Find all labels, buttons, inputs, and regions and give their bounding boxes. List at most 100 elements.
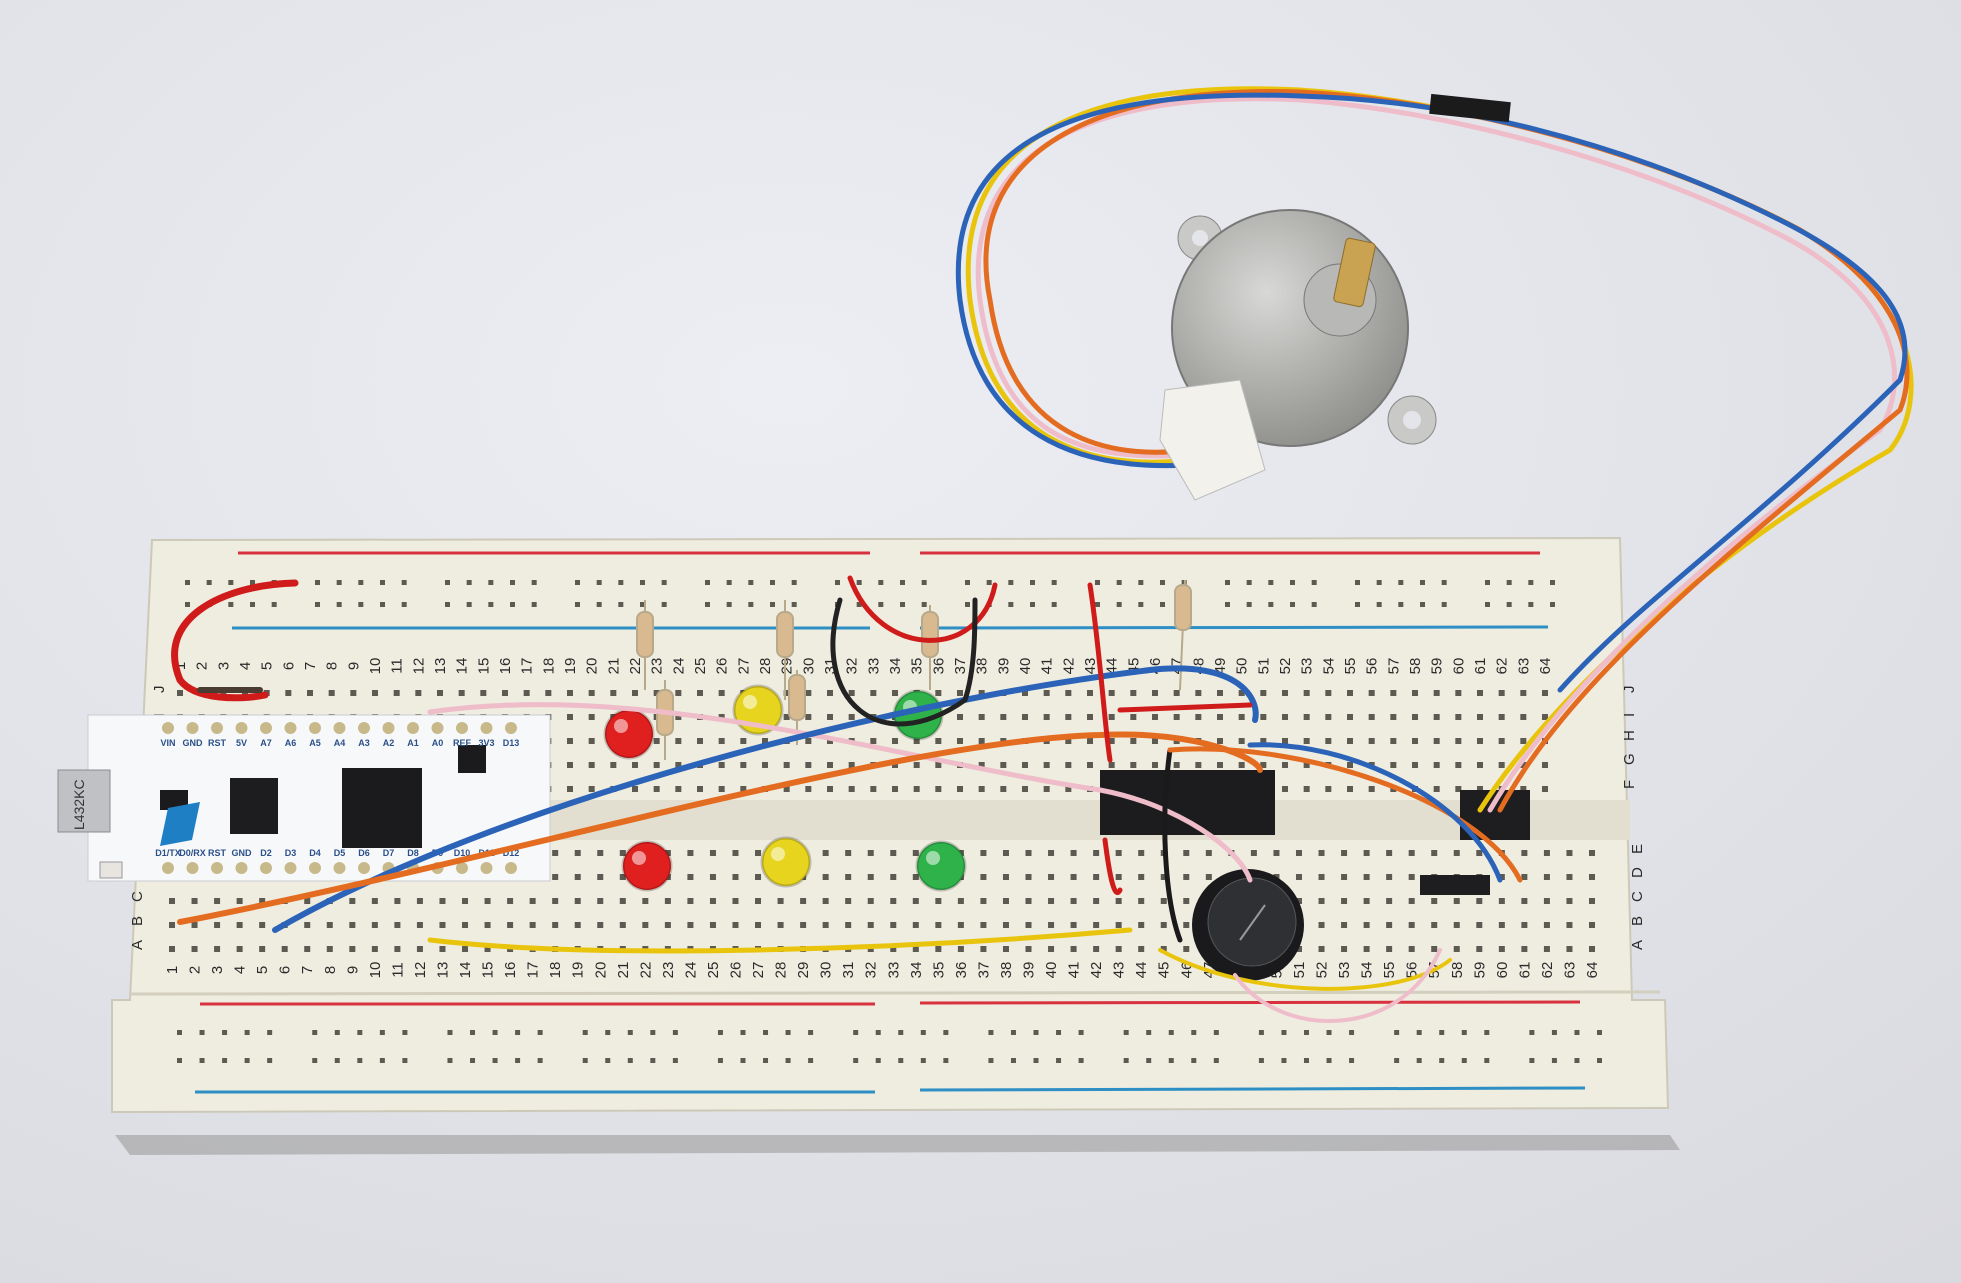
- column-number: 25: [692, 658, 709, 675]
- hole: [845, 850, 852, 856]
- hole: [1033, 1058, 1039, 1063]
- hole: [675, 786, 682, 792]
- column-number: 55: [1342, 658, 1359, 675]
- hole: [717, 1058, 723, 1063]
- hole: [805, 762, 812, 768]
- hole: [785, 1058, 791, 1063]
- hole: [529, 898, 536, 904]
- hole: [755, 922, 762, 928]
- hole: [1325, 714, 1332, 720]
- hole: [1520, 738, 1527, 744]
- column-number: 6: [280, 662, 297, 670]
- hole: [1347, 714, 1353, 720]
- hole: [462, 946, 469, 952]
- hole: [845, 898, 852, 904]
- header-pin: [211, 722, 223, 734]
- hole: [531, 580, 537, 585]
- hole: [1363, 898, 1370, 904]
- hole: [1268, 580, 1274, 585]
- column-number: 53: [1299, 658, 1316, 675]
- column-number: 15: [475, 658, 492, 675]
- column-number: 3: [215, 662, 232, 670]
- hole: [1183, 874, 1190, 880]
- hole: [1138, 874, 1145, 880]
- hole: [664, 898, 671, 904]
- header-pin: [235, 722, 248, 734]
- hole: [1195, 690, 1202, 696]
- hole: [1498, 690, 1505, 696]
- hole: [1521, 898, 1528, 904]
- hole: [1087, 714, 1093, 720]
- hole: [1217, 762, 1223, 768]
- hole: [1030, 602, 1035, 607]
- hole: [1485, 580, 1490, 585]
- hole: [1290, 602, 1295, 607]
- hole: [1498, 762, 1505, 768]
- hole: [848, 762, 855, 768]
- hole: [1566, 946, 1573, 952]
- hole: [1453, 898, 1460, 904]
- hole: [191, 898, 198, 904]
- hole: [1138, 922, 1145, 928]
- hole: [867, 850, 874, 856]
- hole: [1521, 946, 1528, 952]
- hole: [1070, 850, 1077, 856]
- hole: [1290, 580, 1295, 585]
- hole: [1093, 922, 1100, 928]
- column-number: 32: [844, 658, 861, 675]
- hole: [1152, 690, 1158, 696]
- hole: [1455, 786, 1462, 792]
- hole: [1597, 1058, 1602, 1063]
- hole: [357, 1030, 363, 1035]
- hole: [935, 690, 942, 696]
- hole: [315, 580, 320, 585]
- hole: [1386, 922, 1393, 928]
- hole: [1551, 1030, 1557, 1035]
- column-number: 56: [1364, 658, 1381, 675]
- hole: [1095, 602, 1100, 607]
- hole: [783, 690, 790, 696]
- hole: [822, 850, 829, 856]
- jumper-wires: [171, 86, 1914, 1023]
- pin-label: A0: [432, 738, 444, 748]
- hole: [1408, 850, 1415, 856]
- hole: [304, 922, 311, 928]
- hole: [867, 898, 874, 904]
- column-number: 64: [1537, 658, 1554, 675]
- column-number: 37: [952, 658, 969, 675]
- column-number: 15: [480, 962, 497, 979]
- pin-label: D10: [454, 848, 471, 858]
- hole: [755, 898, 762, 904]
- column-number: 27: [735, 658, 752, 675]
- hole: [1168, 1058, 1174, 1063]
- hole: [619, 850, 626, 856]
- hole: [1326, 1030, 1332, 1035]
- hole: [1498, 898, 1505, 904]
- pin-label: 5V: [236, 738, 247, 748]
- hole: [1205, 850, 1212, 856]
- hole: [748, 580, 754, 585]
- hole: [1056, 1030, 1062, 1035]
- hole: [1260, 714, 1267, 720]
- hole: [552, 850, 559, 856]
- hole: [1484, 1030, 1490, 1035]
- hole: [642, 922, 649, 928]
- hole: [1408, 898, 1415, 904]
- column-number: 32: [863, 962, 880, 979]
- hole: [870, 738, 877, 744]
- hole: [1213, 1058, 1219, 1063]
- column-number: 9: [344, 966, 361, 974]
- column-number: 16: [497, 658, 514, 675]
- hole: [1108, 762, 1115, 768]
- pin-label: VIN: [160, 738, 175, 748]
- header-pin: [260, 862, 272, 874]
- column-number: 33: [885, 962, 902, 979]
- hole: [597, 874, 604, 880]
- hole: [1566, 874, 1573, 880]
- led: [760, 836, 812, 888]
- hole: [582, 1030, 588, 1035]
- column-number: 10: [367, 658, 384, 675]
- hole: [957, 786, 963, 792]
- hole: [394, 898, 401, 904]
- hole: [653, 786, 660, 792]
